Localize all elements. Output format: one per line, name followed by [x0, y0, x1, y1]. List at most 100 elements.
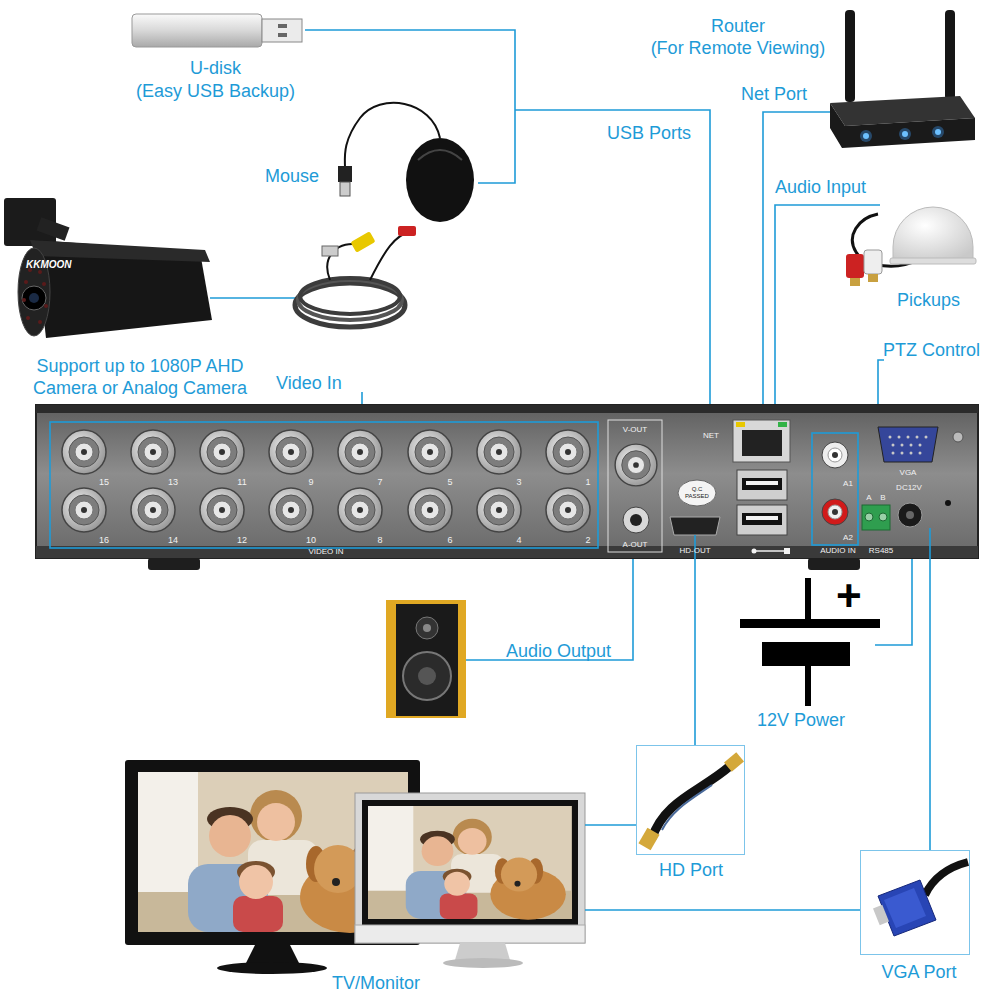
monitors: [245, 945, 300, 965]
network-usb-ports: [746, 481, 778, 485]
power-symbol: [740, 619, 880, 628]
vga-power-rs485: [879, 513, 887, 521]
hdmi-cable: [638, 752, 744, 850]
channel-number: 3: [516, 478, 521, 487]
vga-power-rs485: [901, 444, 904, 447]
video-in-connectors: [200, 488, 244, 532]
usb-disk: [278, 33, 287, 37]
video-in-connectors: [477, 430, 521, 474]
channel-number: 12: [237, 536, 247, 545]
microphone-pickup: [864, 250, 882, 274]
monitors: [455, 943, 510, 960]
channel-number: 13: [168, 478, 178, 487]
wrap-spacer: [646, 15, 698, 37]
output-connectors: [615, 444, 657, 486]
leader-lines: [763, 112, 830, 427]
monitors: [443, 958, 523, 968]
wrap-spacer: [778, 15, 830, 37]
speaker: [416, 617, 438, 639]
vga-cable: [873, 862, 968, 936]
callout-label: U-disk (Easy USB Backup): [133, 57, 298, 103]
video-in-connectors: [338, 430, 382, 474]
router: [935, 129, 941, 135]
microphone-pickup: [846, 254, 864, 278]
vga-power-rs485: [878, 427, 938, 462]
bullet-camera: [22, 286, 46, 310]
audio-jacks: [812, 433, 858, 545]
microphone-pickup: [850, 278, 860, 286]
leader-lines: [305, 30, 515, 183]
device-caption: TV/Monitor: [332, 972, 420, 994]
port-label: B: [880, 494, 885, 502]
vga-power-rs485: [862, 505, 890, 530]
speaker: [386, 600, 466, 718]
channel-number: 14: [168, 536, 178, 545]
monitors: [217, 962, 327, 974]
video-in-connectors: [338, 488, 382, 532]
port-label: DC12V: [896, 484, 922, 492]
network-usb-ports: [733, 420, 790, 462]
port-label: HD-OUT: [679, 547, 710, 555]
callout-label: +: [836, 574, 862, 618]
vga-power-rs485: [929, 528, 931, 558]
network-usb-ports: [670, 517, 720, 535]
channel-number: 16: [99, 536, 109, 545]
port-label: A-OUT: [623, 541, 648, 549]
router: [902, 131, 908, 137]
usb-disk: [132, 14, 262, 47]
hdmi-cable: [724, 752, 744, 771]
bullet-camera: [22, 268, 48, 324]
audio-jacks: [822, 499, 848, 525]
network-usb-ports: [742, 478, 782, 490]
vga-power-rs485: [898, 436, 901, 439]
port-caption: VGA Port: [881, 961, 956, 983]
router: [830, 10, 975, 148]
video-in-connectors: [131, 430, 175, 474]
channel-number: 11: [237, 478, 246, 487]
microphone-pickup: [868, 274, 878, 282]
network-usb-ports: [746, 516, 778, 520]
hdmi-cable: [638, 828, 659, 851]
callout-label: PTZ Control: [883, 339, 980, 361]
callout-label: Pickups: [897, 289, 960, 311]
router: [945, 10, 955, 100]
callout-label: Audio Input: [775, 176, 866, 198]
dvr-panel: 15131197531V-OUTNETVGAQ.C PASSEDA1ABDC12…: [36, 405, 978, 558]
vga-power-rs485: [865, 513, 873, 521]
monitors: [368, 806, 572, 920]
router: [932, 126, 944, 138]
port-label: V-OUT: [623, 426, 647, 434]
network-usb-ports: [737, 505, 787, 535]
network-usb-ports: [742, 430, 782, 456]
callout-label: 12V Power: [757, 709, 845, 731]
connector-line: [585, 824, 636, 826]
vga-power-rs485: [889, 436, 892, 439]
audio-jacks: [812, 433, 858, 545]
speaker: [423, 624, 431, 632]
speaker: [403, 652, 451, 700]
port-label: NET: [703, 432, 719, 440]
audio-jacks: [828, 505, 842, 519]
callout-label: Router (For Remote Viewing): [646, 15, 830, 59]
vga-power-rs485: [695, 427, 963, 558]
bullet-camera: [4, 198, 212, 338]
callout-label: Audio Output: [506, 640, 611, 662]
mouse: [418, 150, 462, 160]
bullet-camera: [42, 282, 46, 286]
port-box: VGA Port: [860, 850, 970, 955]
usb-disk: [278, 24, 287, 28]
router: [845, 10, 855, 102]
qc-sticker: Q.C PASSED: [683, 486, 711, 500]
dvr-body: [148, 558, 200, 570]
speaker: [418, 667, 436, 685]
network-usb-ports: [737, 470, 787, 500]
channel-number: 6: [447, 536, 452, 545]
video-cable: [370, 232, 410, 280]
vga-power-rs485: [907, 436, 910, 439]
channel-number: 2: [585, 536, 590, 545]
bullet-camera: [26, 316, 30, 320]
video-in-connectors: [546, 488, 590, 532]
vga-power-rs485: [916, 436, 919, 439]
bullet-camera: [24, 280, 28, 284]
